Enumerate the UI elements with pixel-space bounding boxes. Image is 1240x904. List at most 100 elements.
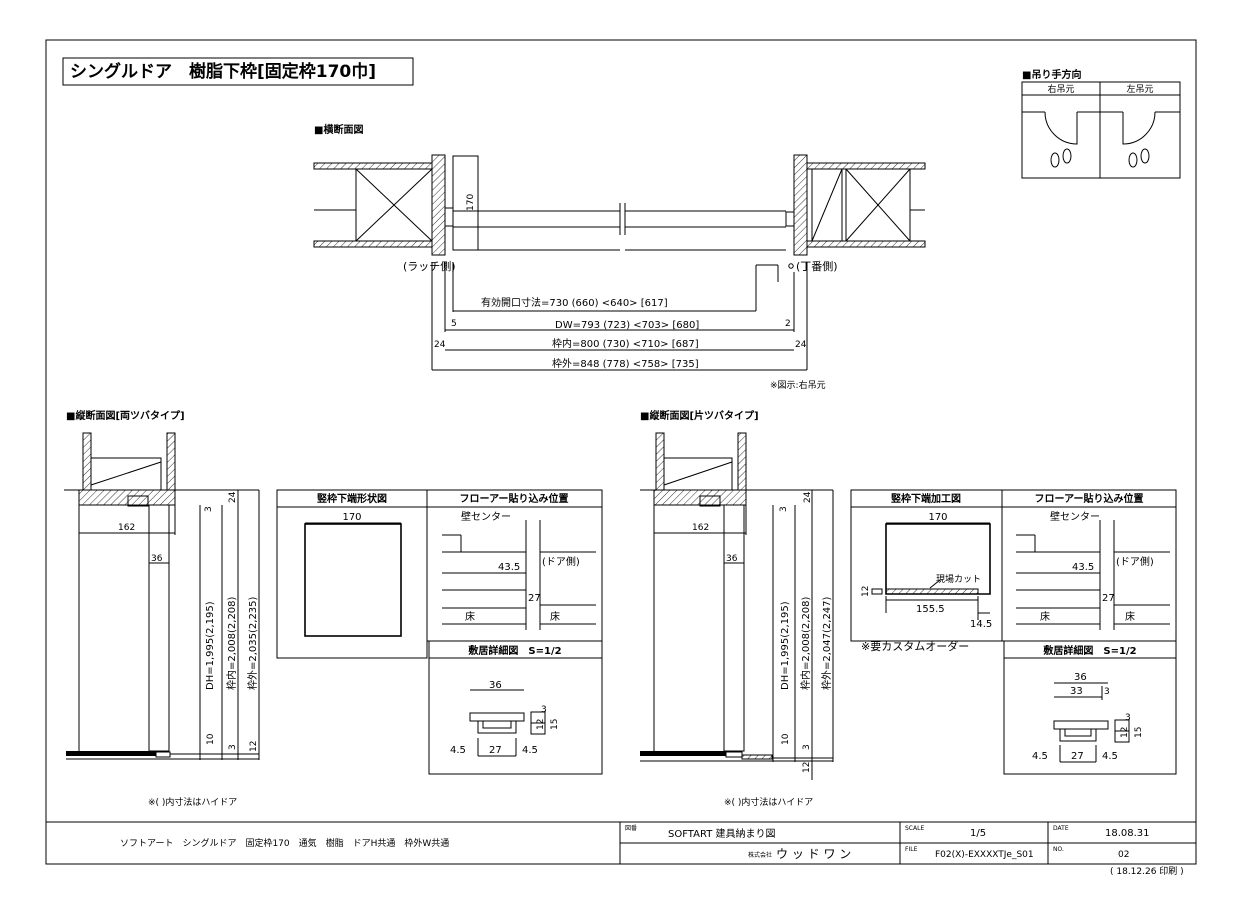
hinge-jamb — [793, 154, 808, 256]
shape-dim-170: 170 — [342, 512, 361, 523]
detail-table-left: 竪枠下端形状図 フローアー貼り込み位置 170 壁センター 43.5 (ドア側)… — [276, 489, 603, 775]
wall-hatch — [806, 162, 926, 170]
dim-36: 36 — [726, 554, 738, 564]
frame-outer-width-dim: 枠外=848 (778) <758> [735] — [552, 357, 699, 370]
plan-heading: ■横断面図 — [314, 123, 363, 136]
dim-27: 27 — [528, 593, 541, 604]
title-block: ソフトアート シングルドア 固定枠170 通気 樹脂 ドアH共通 枠外W共通 図… — [46, 821, 1196, 877]
sill-dim-4-5a: 4.5 — [450, 745, 466, 756]
door-leaf — [148, 504, 170, 752]
floor-slab — [640, 751, 726, 756]
sheet-border — [45, 39, 1197, 865]
frame-outer-height-dim: 枠外=2,035(2,235) — [246, 596, 259, 690]
date-label: DATE — [1053, 825, 1069, 832]
drawing-name: SOFTART 建具納まり図 — [668, 827, 775, 840]
wall-center-label: 壁センター — [461, 510, 511, 523]
floor-label-b: 床 — [1125, 610, 1135, 623]
custom-order-note: ※要カスタムオーダー — [861, 639, 969, 653]
dim-3: 3 — [204, 506, 214, 512]
left-hung-label: 左吊元 — [1126, 83, 1153, 95]
dim-24: 24 — [228, 491, 238, 503]
footprint-icon — [1140, 148, 1150, 164]
dim-27: 27 — [1102, 593, 1115, 604]
wall-center-label: 壁センター — [1050, 510, 1100, 523]
door-side-label: (ドア側) — [542, 555, 580, 568]
file-label: FILE — [905, 846, 918, 853]
frame-bottom-shape-header: 竪枠下端形状図 — [317, 492, 387, 505]
frame-outer-height-dim: 枠外=2,047(2,247) — [820, 596, 833, 690]
sill-dim-3: 3 — [541, 705, 547, 715]
vertical-section-double: ■縦断面図[両ツバタイプ] 162 36 3 24 DH=1,995(2,195… — [64, 409, 260, 808]
floor-label-b: 床 — [550, 610, 560, 623]
title-box: シングルドア 樹脂下枠[固定枠170巾] — [62, 57, 414, 86]
dim-43-5: 43.5 — [498, 562, 520, 573]
no-label: NO. — [1053, 846, 1064, 853]
dim-10: 10 — [781, 733, 791, 745]
sill-dim-15: 15 — [550, 719, 560, 730]
latch-side-label: (ラッチ側) — [403, 260, 456, 273]
vertical-section-single: ■縦断面図[片ツバタイプ] 162 36 3 24 DH=1,995(2,195… — [640, 409, 834, 808]
wall-hatch — [313, 240, 433, 248]
frame-bottom-processing-header: 竪枠下端加工図 — [891, 492, 961, 505]
sill-dim-27: 27 — [489, 745, 502, 756]
sill-dim-33: 33 — [1070, 686, 1083, 697]
dim-43-5: 43.5 — [1072, 562, 1094, 573]
plan-section: ■横断面図 170 (ラッチ側) (丁 — [313, 123, 926, 391]
plan-note: ※図示:右吊元 — [770, 379, 826, 391]
dim-162: 162 — [692, 523, 709, 533]
proc-dim-155-5: 155.5 — [916, 604, 945, 615]
floor-label-a: 床 — [1040, 610, 1050, 623]
dim-36: 36 — [151, 554, 163, 564]
sill-profile — [1059, 729, 1097, 742]
door-swing-arc-right — [1044, 111, 1078, 145]
drawing-no-label: 図番 — [625, 825, 637, 832]
sill-dim-12: 12 — [1120, 727, 1130, 738]
sill-dim-36: 36 — [1074, 672, 1087, 683]
date-value: 18.08.31 — [1105, 828, 1150, 839]
drawing-title: シングルドア 樹脂下枠[固定枠170巾] — [70, 61, 376, 82]
floor-label-a: 床 — [465, 610, 475, 623]
floor-slab — [66, 751, 156, 756]
sheet-number: 02 — [1118, 850, 1129, 860]
sill-dim-3a: 3 — [1104, 687, 1110, 697]
sill-dim-4-5b: 4.5 — [522, 745, 538, 756]
dim-12: 12 — [802, 762, 812, 773]
sill-detail-header: 敷居詳細図 S=1/2 — [468, 644, 561, 657]
door-height-dim: DH=1,995(2,195) — [780, 601, 791, 690]
print-date: ( 18.12.26 印刷 ) — [1110, 865, 1184, 877]
footprint-icon — [1128, 152, 1138, 168]
scale-label: SCALE — [905, 825, 924, 832]
dim-24: 24 — [803, 491, 813, 503]
sill-dim-12: 12 — [536, 719, 546, 730]
head-jamb — [78, 489, 176, 506]
frame-inner-height-dim: 枠内=2,008(2,208) — [225, 596, 238, 690]
dim-12: 12 — [249, 741, 259, 752]
frame-bottom-processing-shape — [885, 523, 991, 595]
dim-24-right: 24 — [795, 340, 807, 350]
dim-3b: 3 — [228, 744, 238, 750]
scale-value: 1/5 — [970, 828, 986, 839]
dim-170: 170 — [466, 194, 476, 211]
section-single-heading: ■縦断面図[片ツバタイプ] — [640, 409, 759, 422]
door-leaf — [723, 504, 745, 752]
section-single-note: ※( )内寸法はハイドア — [724, 796, 813, 808]
door-side-label: (ドア側) — [1116, 555, 1154, 568]
sill-dim-15: 15 — [1134, 727, 1144, 738]
drawing-description: ソフトアート シングルドア 固定枠170 通気 樹脂 ドアH共通 枠外W共通 — [120, 837, 449, 849]
dim-2: 2 — [785, 319, 791, 329]
footprint-icon — [1050, 152, 1060, 168]
proc-dim-12: 12 — [861, 586, 871, 597]
sill-dim-4-5a: 4.5 — [1032, 751, 1048, 762]
sill-dim-4-5b: 4.5 — [1102, 751, 1118, 762]
door-height-dim: DH=1,995(2,195) — [205, 601, 216, 690]
dim-24-left: 24 — [434, 340, 446, 350]
frame-bottom-shape — [304, 523, 402, 637]
wall-hatch — [806, 240, 926, 248]
sill-detail-header: 敷居詳細図 S=1/2 — [1043, 644, 1136, 657]
dim-162: 162 — [118, 523, 135, 533]
stud-box — [845, 168, 911, 242]
proc-dim-170: 170 — [928, 512, 947, 523]
frame-inner-height-dim: 枠内=2,008(2,208) — [799, 596, 812, 690]
site-cut-label: 現場カット — [936, 573, 981, 585]
dim-3b: 3 — [802, 744, 812, 750]
